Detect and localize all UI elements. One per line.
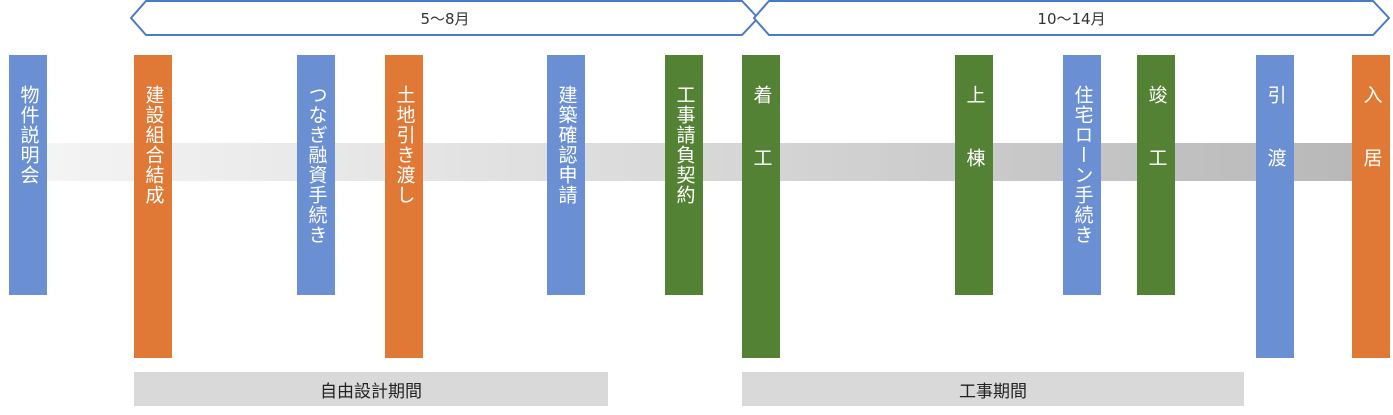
free-design-period: 自由設計期間: [134, 372, 608, 406]
step-construction-start: 着工: [742, 55, 780, 358]
period-arrow-oct-dec: 10～14月: [753, 0, 1390, 37]
step-label: つなぎ融資手続き: [305, 85, 328, 245]
arrow-outline: [753, 0, 1390, 36]
arrow-shape: [753, 0, 1390, 36]
step-construction-contract: 工事請負契約: [665, 55, 703, 295]
step-move-in: 入居: [1352, 55, 1390, 358]
step-label: 竣工: [1145, 85, 1168, 211]
step-label: 土地引き渡し: [393, 85, 416, 205]
period-label: 工事期間: [959, 381, 1027, 402]
construction-period: 工事期間: [742, 372, 1244, 406]
step-building-permit-application: 建築確認申請: [547, 55, 585, 295]
step-land-handover: 土地引き渡し: [385, 55, 423, 358]
arrow-label: 10～14月: [1037, 10, 1106, 28]
step-mortgage-procedure: 住宅ローン手続き: [1063, 55, 1101, 295]
step-label: 引渡: [1264, 85, 1287, 211]
step-handover: 引渡: [1256, 55, 1294, 358]
step-completion: 竣工: [1137, 55, 1175, 295]
period-arrow-may-aug: 5～8月: [130, 0, 760, 37]
step-label: 物件説明会: [17, 85, 40, 185]
step-label: 建設組合結成: [142, 85, 165, 205]
step-property-briefing: 物件説明会: [9, 55, 47, 295]
step-label: 着工: [750, 85, 773, 211]
step-label: 工事請負契約: [673, 85, 696, 205]
step-framing-complete: 上棟: [955, 55, 993, 295]
period-label: 自由設計期間: [320, 381, 422, 402]
arrow-outline: [130, 0, 760, 36]
step-label: 入居: [1360, 85, 1383, 211]
arrow-label: 5～8月: [420, 10, 470, 28]
step-bridge-loan-procedure: つなぎ融資手続き: [297, 55, 335, 295]
step-label: 住宅ローン手続き: [1071, 85, 1094, 245]
step-label: 建築確認申請: [555, 85, 578, 205]
step-label: 上棟: [963, 85, 986, 211]
arrow-shape: [130, 0, 760, 36]
step-form-building-association: 建設組合結成: [134, 55, 172, 358]
